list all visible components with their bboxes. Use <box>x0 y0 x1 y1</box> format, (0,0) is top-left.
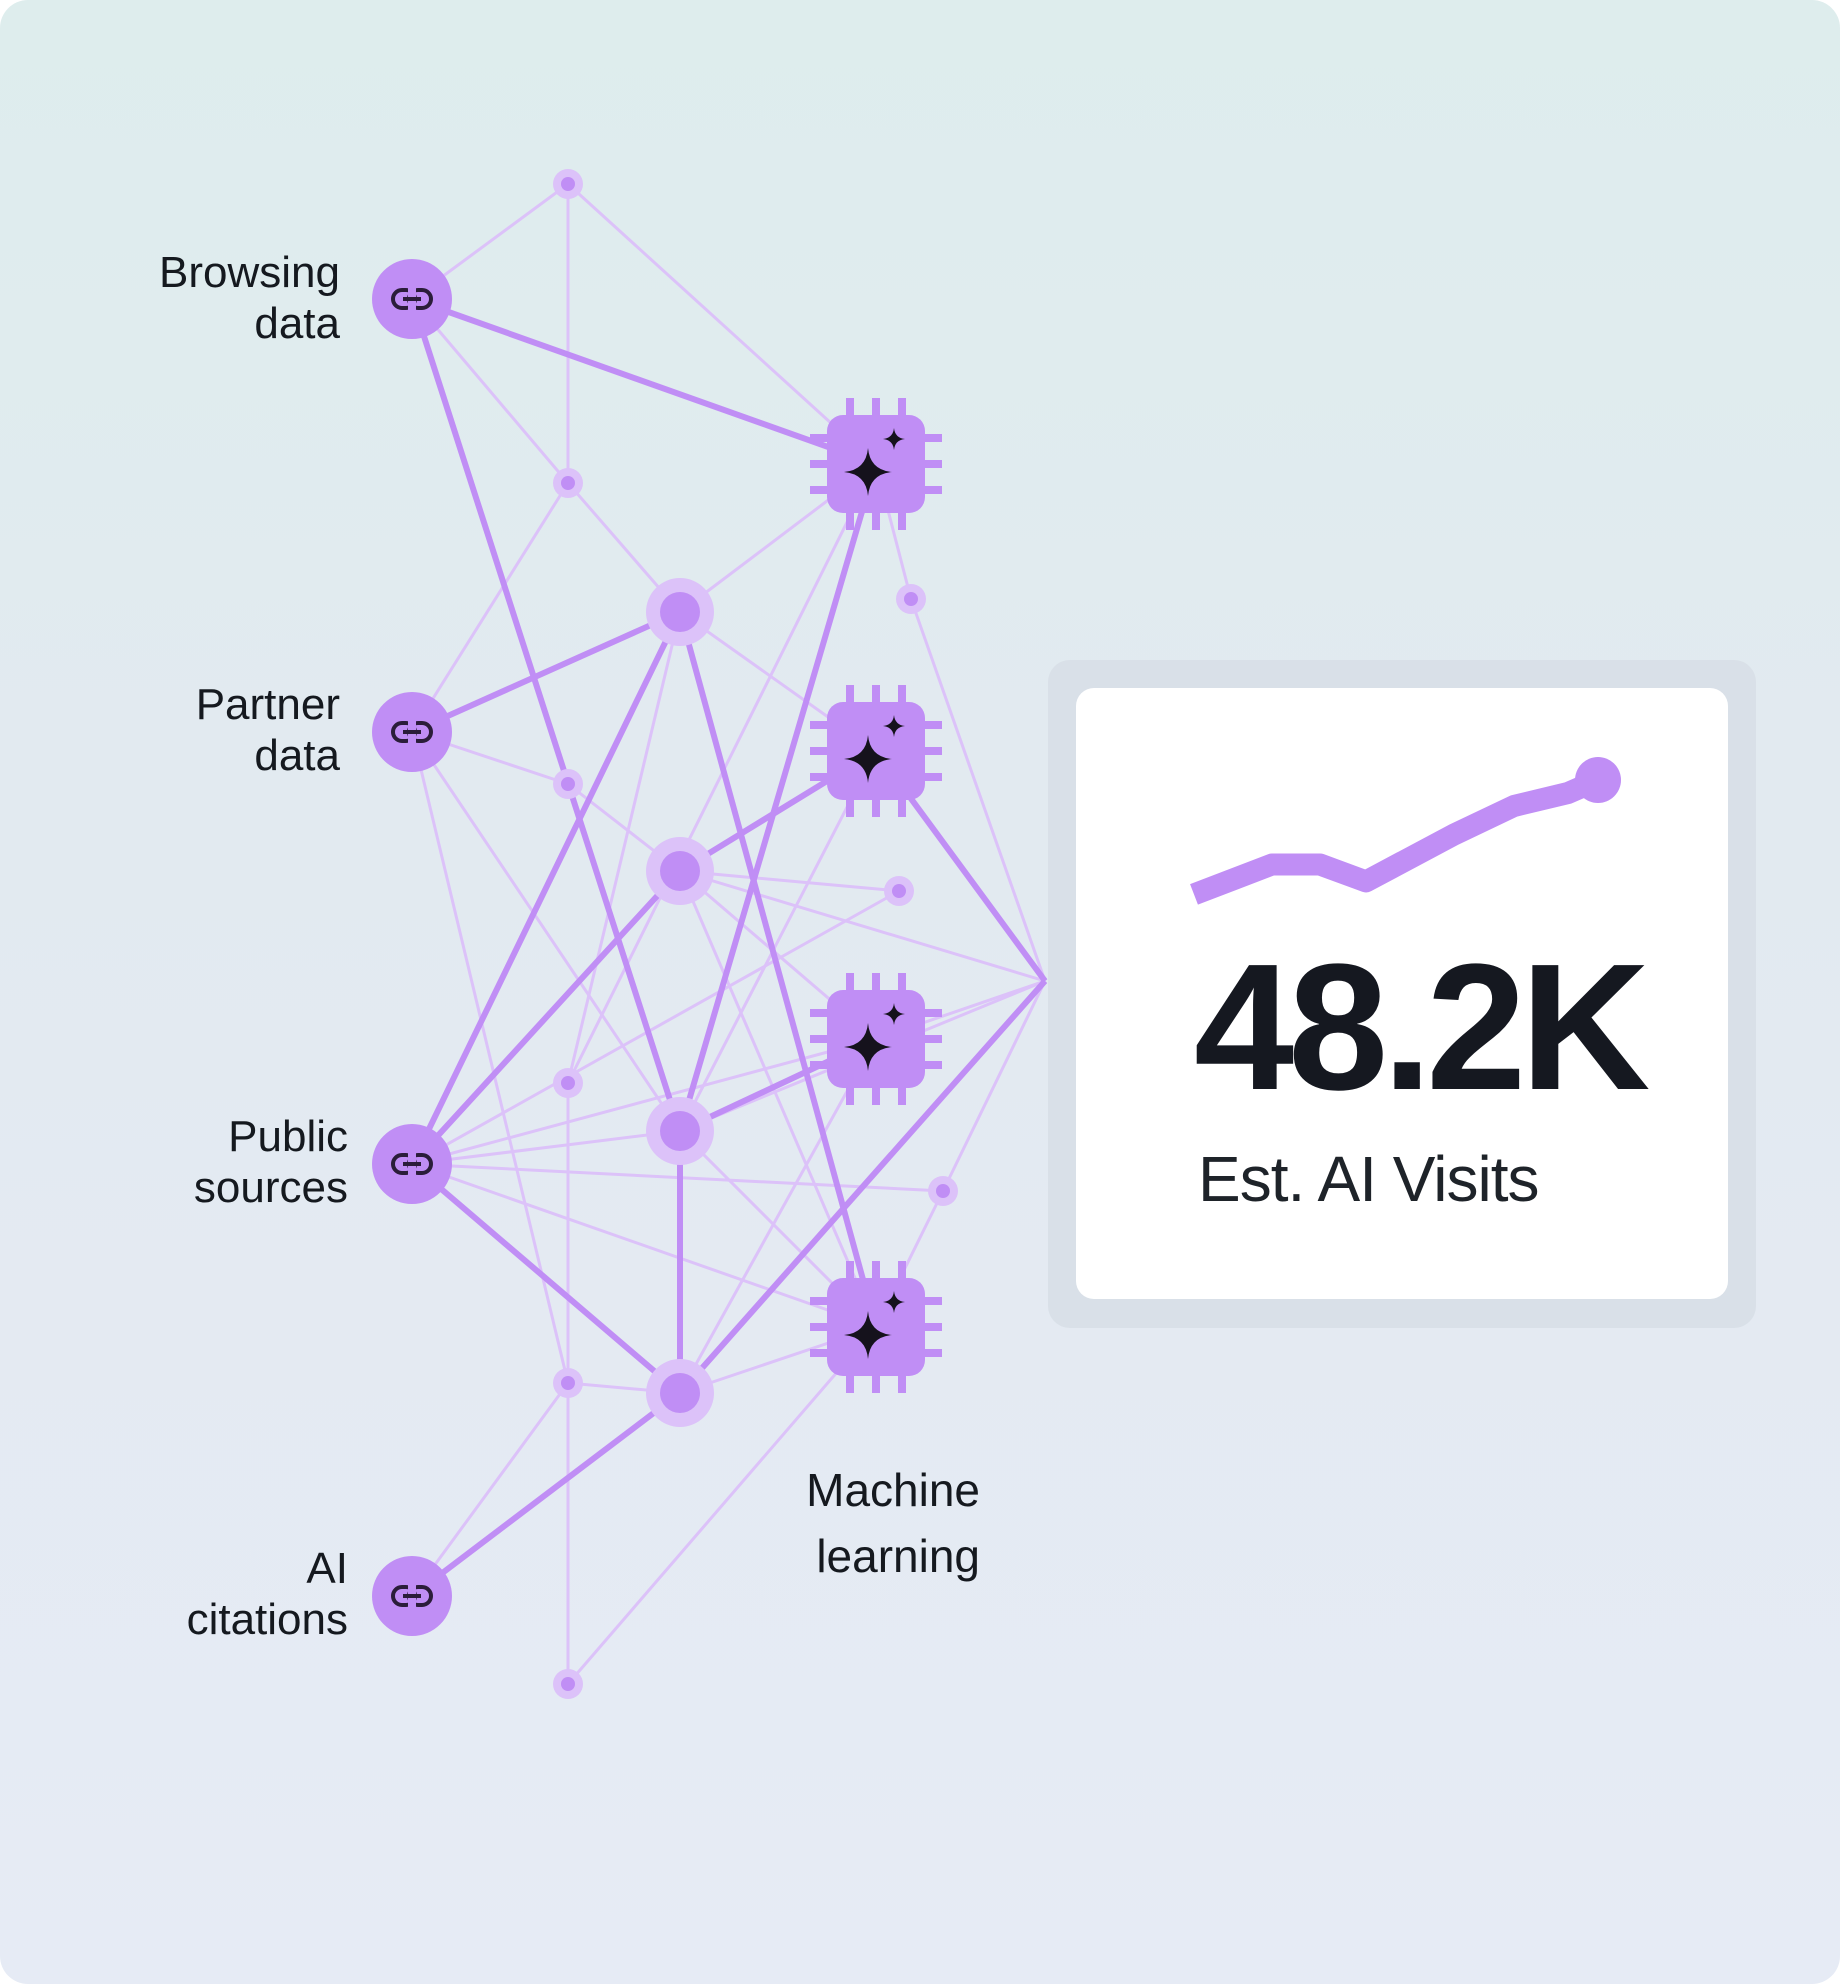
connection-line <box>410 1161 682 1396</box>
connection-line <box>409 610 683 1166</box>
source-label-line: data <box>254 299 340 348</box>
connection-line <box>410 731 682 1132</box>
processor-label-line: learning <box>816 1530 980 1582</box>
connection-line <box>677 979 1048 1395</box>
source-label-line: Partner <box>195 680 340 729</box>
hidden-node <box>660 851 700 891</box>
connection-line <box>410 1390 682 1599</box>
small-node <box>561 777 575 791</box>
trend-endpoint <box>1575 757 1621 803</box>
ai-chip-sparkle-icon <box>810 685 942 817</box>
source-label-line: data <box>254 731 340 780</box>
source-label-line: Browsing <box>159 248 340 297</box>
processor-label: Machine learning <box>720 1457 980 1589</box>
connection-line <box>679 869 900 893</box>
connection-line <box>410 482 570 733</box>
small-node <box>561 476 575 490</box>
hidden-node <box>660 1111 700 1151</box>
connection-line <box>941 980 1047 1192</box>
small-node <box>936 1184 950 1198</box>
source-label-line: sources <box>193 1163 348 1212</box>
small-nodes <box>553 169 958 1699</box>
connection-line <box>678 870 878 1328</box>
connection-line <box>410 296 878 467</box>
connection-line <box>411 889 900 1166</box>
connection-line <box>410 731 570 1384</box>
small-node <box>904 592 918 606</box>
metric-value: 48.2K <box>1194 927 1650 1128</box>
ai-chip-sparkle-icon <box>810 973 942 1105</box>
hidden-node <box>660 1373 700 1413</box>
connection-line <box>411 1162 877 1329</box>
source-label-public: Public sources <box>28 1111 348 1213</box>
connection-line <box>409 298 683 1132</box>
metric-card: 48.2K Est. AI Visits <box>1076 688 1728 1299</box>
small-node <box>561 1677 575 1691</box>
source-node-ai-citations[interactable] <box>372 1556 452 1636</box>
small-node <box>561 1376 575 1390</box>
source-label-ai-citations: AI citations <box>28 1543 348 1645</box>
hidden-node <box>660 592 700 632</box>
connection-line <box>410 298 570 484</box>
connection-line <box>411 1037 877 1166</box>
connection-line <box>410 609 682 735</box>
connection-line <box>679 869 1046 983</box>
trend-sparkline <box>1190 757 1621 905</box>
connection-line <box>410 1382 570 1597</box>
source-node-public[interactable] <box>372 1124 452 1204</box>
connection-line <box>678 750 878 1132</box>
source-node-browsing[interactable] <box>372 259 452 339</box>
connection-line <box>411 1129 681 1166</box>
source-label-line: AI <box>306 1544 348 1593</box>
connection-line <box>677 463 879 1132</box>
processor-label-line: Machine <box>806 1464 980 1516</box>
connection-line <box>909 598 1047 982</box>
connection-line <box>566 1326 878 1685</box>
connection-line <box>566 182 878 466</box>
trend-line <box>1190 769 1603 905</box>
connection-line <box>409 868 683 1167</box>
ai-chip-sparkle-icon <box>810 398 942 530</box>
hidden-layer-nodes <box>646 578 714 1427</box>
source-label-line: Public <box>228 1112 348 1161</box>
strong-connections <box>409 296 1048 1599</box>
small-node <box>561 177 575 191</box>
connection-line <box>566 611 682 1084</box>
small-node <box>892 884 906 898</box>
connection-line <box>678 1038 878 1394</box>
source-label-partner: Partner data <box>20 679 340 781</box>
metric-caption: Est. AI Visits <box>1198 1143 1539 1215</box>
source-label-line: citations <box>186 1595 348 1644</box>
source-node-partner[interactable] <box>372 692 452 772</box>
source-label-browsing: Browsing data <box>20 247 340 349</box>
small-node <box>561 1076 575 1090</box>
